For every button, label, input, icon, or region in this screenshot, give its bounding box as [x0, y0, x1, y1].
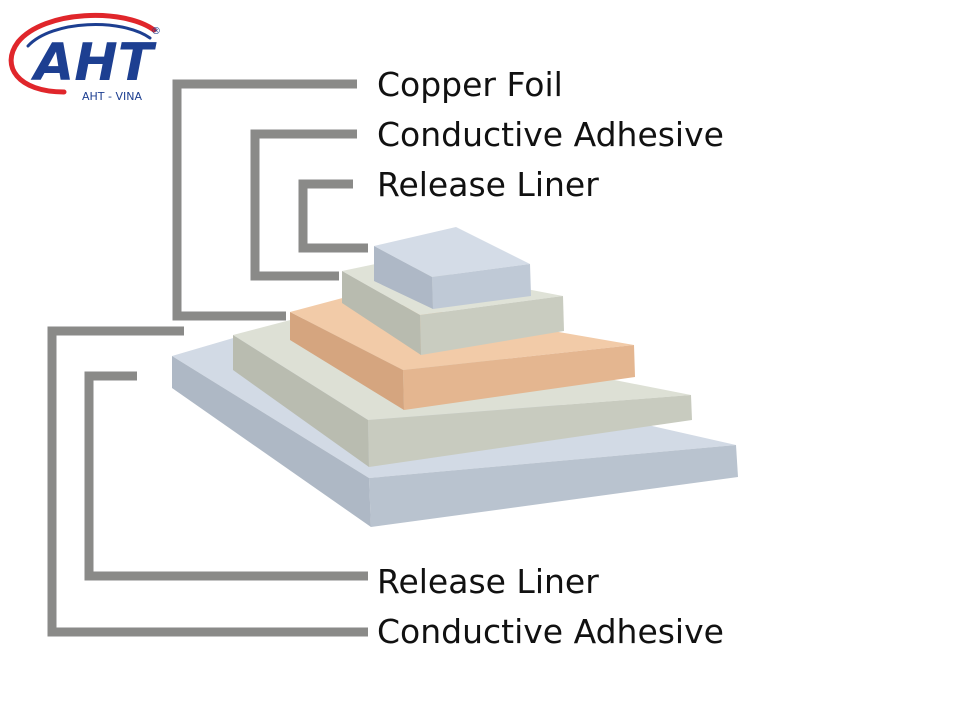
- svg-text:®: ®: [151, 26, 161, 37]
- label-release-liner-top: Release Liner: [377, 165, 599, 204]
- label-conductive-adhesive-bottom: Conductive Adhesive: [377, 612, 724, 651]
- label-release-liner-bottom: Release Liner: [377, 562, 599, 601]
- label-conductive-adhesive-top: Conductive Adhesive: [377, 115, 724, 154]
- leader-line-release-liner-top: [298, 179, 368, 253]
- svg-text:AHT: AHT: [30, 33, 157, 93]
- layer-release-liner-top: [374, 227, 531, 309]
- leader-line-copper-foil: [172, 79, 357, 321]
- leader-line-release-liner-bottom: [84, 371, 368, 581]
- aht-logo: AHT ® AHT - VINA: [8, 12, 161, 103]
- svg-text:AHT - VINA: AHT - VINA: [82, 90, 142, 103]
- leader-line-conductive-adhesive-bottom: [47, 326, 368, 637]
- label-copper-foil: Copper Foil: [377, 65, 563, 104]
- leader-line-conductive-adhesive-top: [250, 129, 357, 281]
